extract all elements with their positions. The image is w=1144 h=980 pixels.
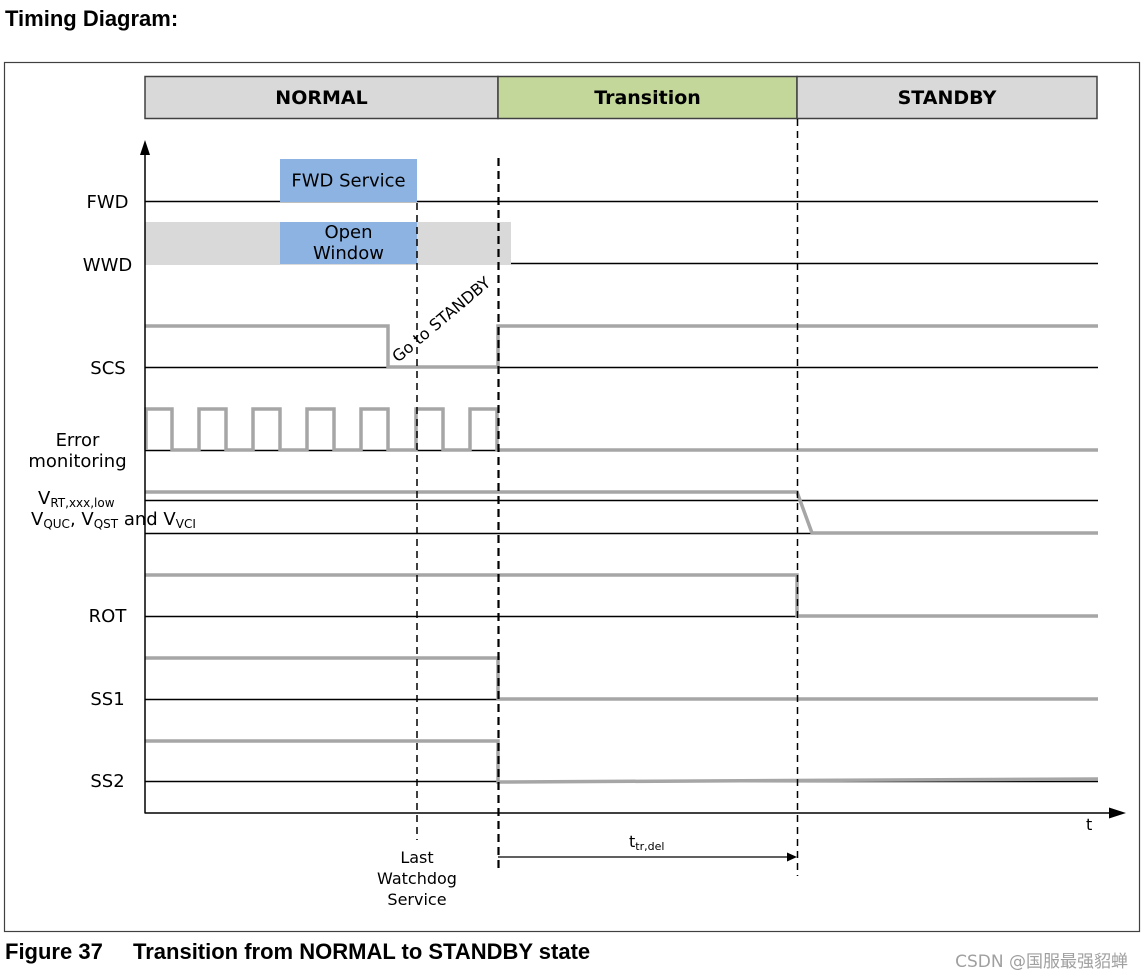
signal-label-ss1: SS1 (90, 689, 124, 710)
signal-label-v-supplies: VQUC, VQST and VVCI (31, 509, 196, 531)
last-watchdog-label-line3: Service (387, 890, 446, 909)
figure-frame (3, 61, 1141, 933)
y-axis-arrowhead (140, 140, 150, 155)
time-axis-label: t (1086, 815, 1092, 834)
transition-delay-label: ttr,del (629, 832, 664, 853)
bottom-annotations: Last Watchdog Service ttr,del (377, 832, 797, 909)
figure-title: Transition from NORMAL to STANDBY state (133, 939, 590, 964)
open-window-label-line1: Open (324, 222, 372, 243)
open-window-label-line2: Window (313, 243, 384, 264)
phase-transition-cell (497, 75, 798, 120)
phase-bar: NORMAL Transition STANDBY (144, 75, 1098, 120)
transition-delay-symbol: t (629, 832, 635, 851)
signal-label-rot: ROT (89, 606, 128, 627)
error-monitoring-waveform (144, 407, 1098, 452)
figure-number: Figure 37 (5, 939, 103, 964)
transition-delay-subscript: tr,del (635, 840, 664, 853)
phase-transition-label: Transition (594, 87, 701, 109)
go-to-standby-annotation: Go to STANDBY (388, 273, 494, 366)
signal-label-scs: SCS (90, 358, 125, 379)
waveforms (144, 324, 1099, 784)
rot-waveform (145, 573, 1098, 618)
ss1-waveform (145, 656, 1098, 701)
scs-waveform (145, 324, 1098, 369)
signal-labels: FWD WWD SCS Error monitoring VRT,xxx,low… (28, 192, 196, 792)
v-qst-symbol: , V (70, 509, 94, 530)
signal-label-v-rt: VRT,xxx,low (38, 488, 115, 510)
signal-label-ss2: SS2 (90, 771, 124, 792)
ss2-waveform (145, 739, 1099, 784)
transition-delay-arrowhead (787, 852, 797, 862)
v-vci-symbol: and V (118, 509, 176, 530)
signal-label-wwd: WWD (83, 255, 132, 276)
v-rt-subscript: RT,xxx,low (50, 496, 114, 510)
phase-normal-cell (144, 75, 499, 120)
v-rt-symbol: V (38, 488, 51, 509)
signal-label-error-line1: Error (56, 430, 100, 451)
signal-label-error-line2: monitoring (28, 451, 126, 472)
signal-label-fwd: FWD (86, 192, 128, 213)
fwd-service-box (280, 159, 417, 202)
x-axis-arrowhead (1109, 807, 1126, 819)
v-rt-waveform (145, 490, 1098, 535)
page-heading: Timing Diagram: (5, 6, 178, 31)
phase-standby-label: STANDBY (898, 87, 997, 109)
watchdog-windows: FWD Service Open Window (145, 159, 511, 265)
phase-normal-label: NORMAL (275, 87, 367, 109)
axes: t (140, 140, 1126, 834)
open-window-box (280, 222, 417, 264)
v-quc-subscript: QUC (43, 517, 70, 531)
v-qst-subscript: QST (94, 517, 119, 531)
last-watchdog-label-line2: Watchdog (377, 869, 457, 888)
fwd-service-label: FWD Service (291, 171, 405, 192)
v-quc-symbol: V (31, 509, 44, 530)
event-markers (416, 119, 799, 876)
v-vci-subscript: VCI (176, 517, 196, 531)
last-watchdog-label-line1: Last (400, 848, 433, 867)
phase-standby-cell (796, 75, 1098, 120)
watermark-text: CSDN @国服最强貂蝉 (955, 952, 1128, 972)
